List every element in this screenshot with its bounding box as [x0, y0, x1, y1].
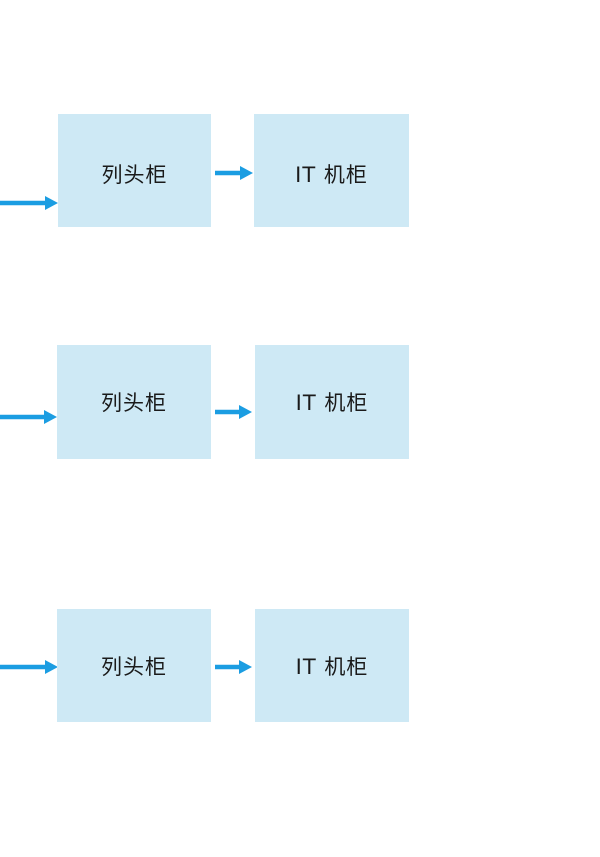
- row-head-cabinet-node: 列头柜: [58, 114, 211, 227]
- node-label: 列头柜: [101, 654, 167, 679]
- node-label: 列头柜: [101, 391, 167, 415]
- node-label: IT 机柜: [295, 654, 369, 679]
- connector-arrow-icon: [215, 165, 253, 181]
- row-head-cabinet-node: 列头柜: [57, 609, 211, 722]
- node-label: 列头柜: [101, 162, 168, 187]
- incoming-arrow-icon: [0, 659, 58, 675]
- connector-arrow-icon: [215, 404, 252, 420]
- row-head-cabinet-node: 列头柜: [57, 345, 211, 459]
- it-cabinet-node: IT 机柜: [255, 345, 409, 459]
- incoming-arrow-icon: [0, 195, 58, 211]
- it-cabinet-node: IT 机柜: [254, 114, 409, 227]
- connector-arrow-icon: [215, 659, 252, 675]
- it-cabinet-node: IT 机柜: [255, 609, 409, 722]
- node-label: IT 机柜: [295, 391, 369, 415]
- node-label: IT 机柜: [295, 162, 368, 187]
- incoming-arrow-icon: [0, 409, 57, 425]
